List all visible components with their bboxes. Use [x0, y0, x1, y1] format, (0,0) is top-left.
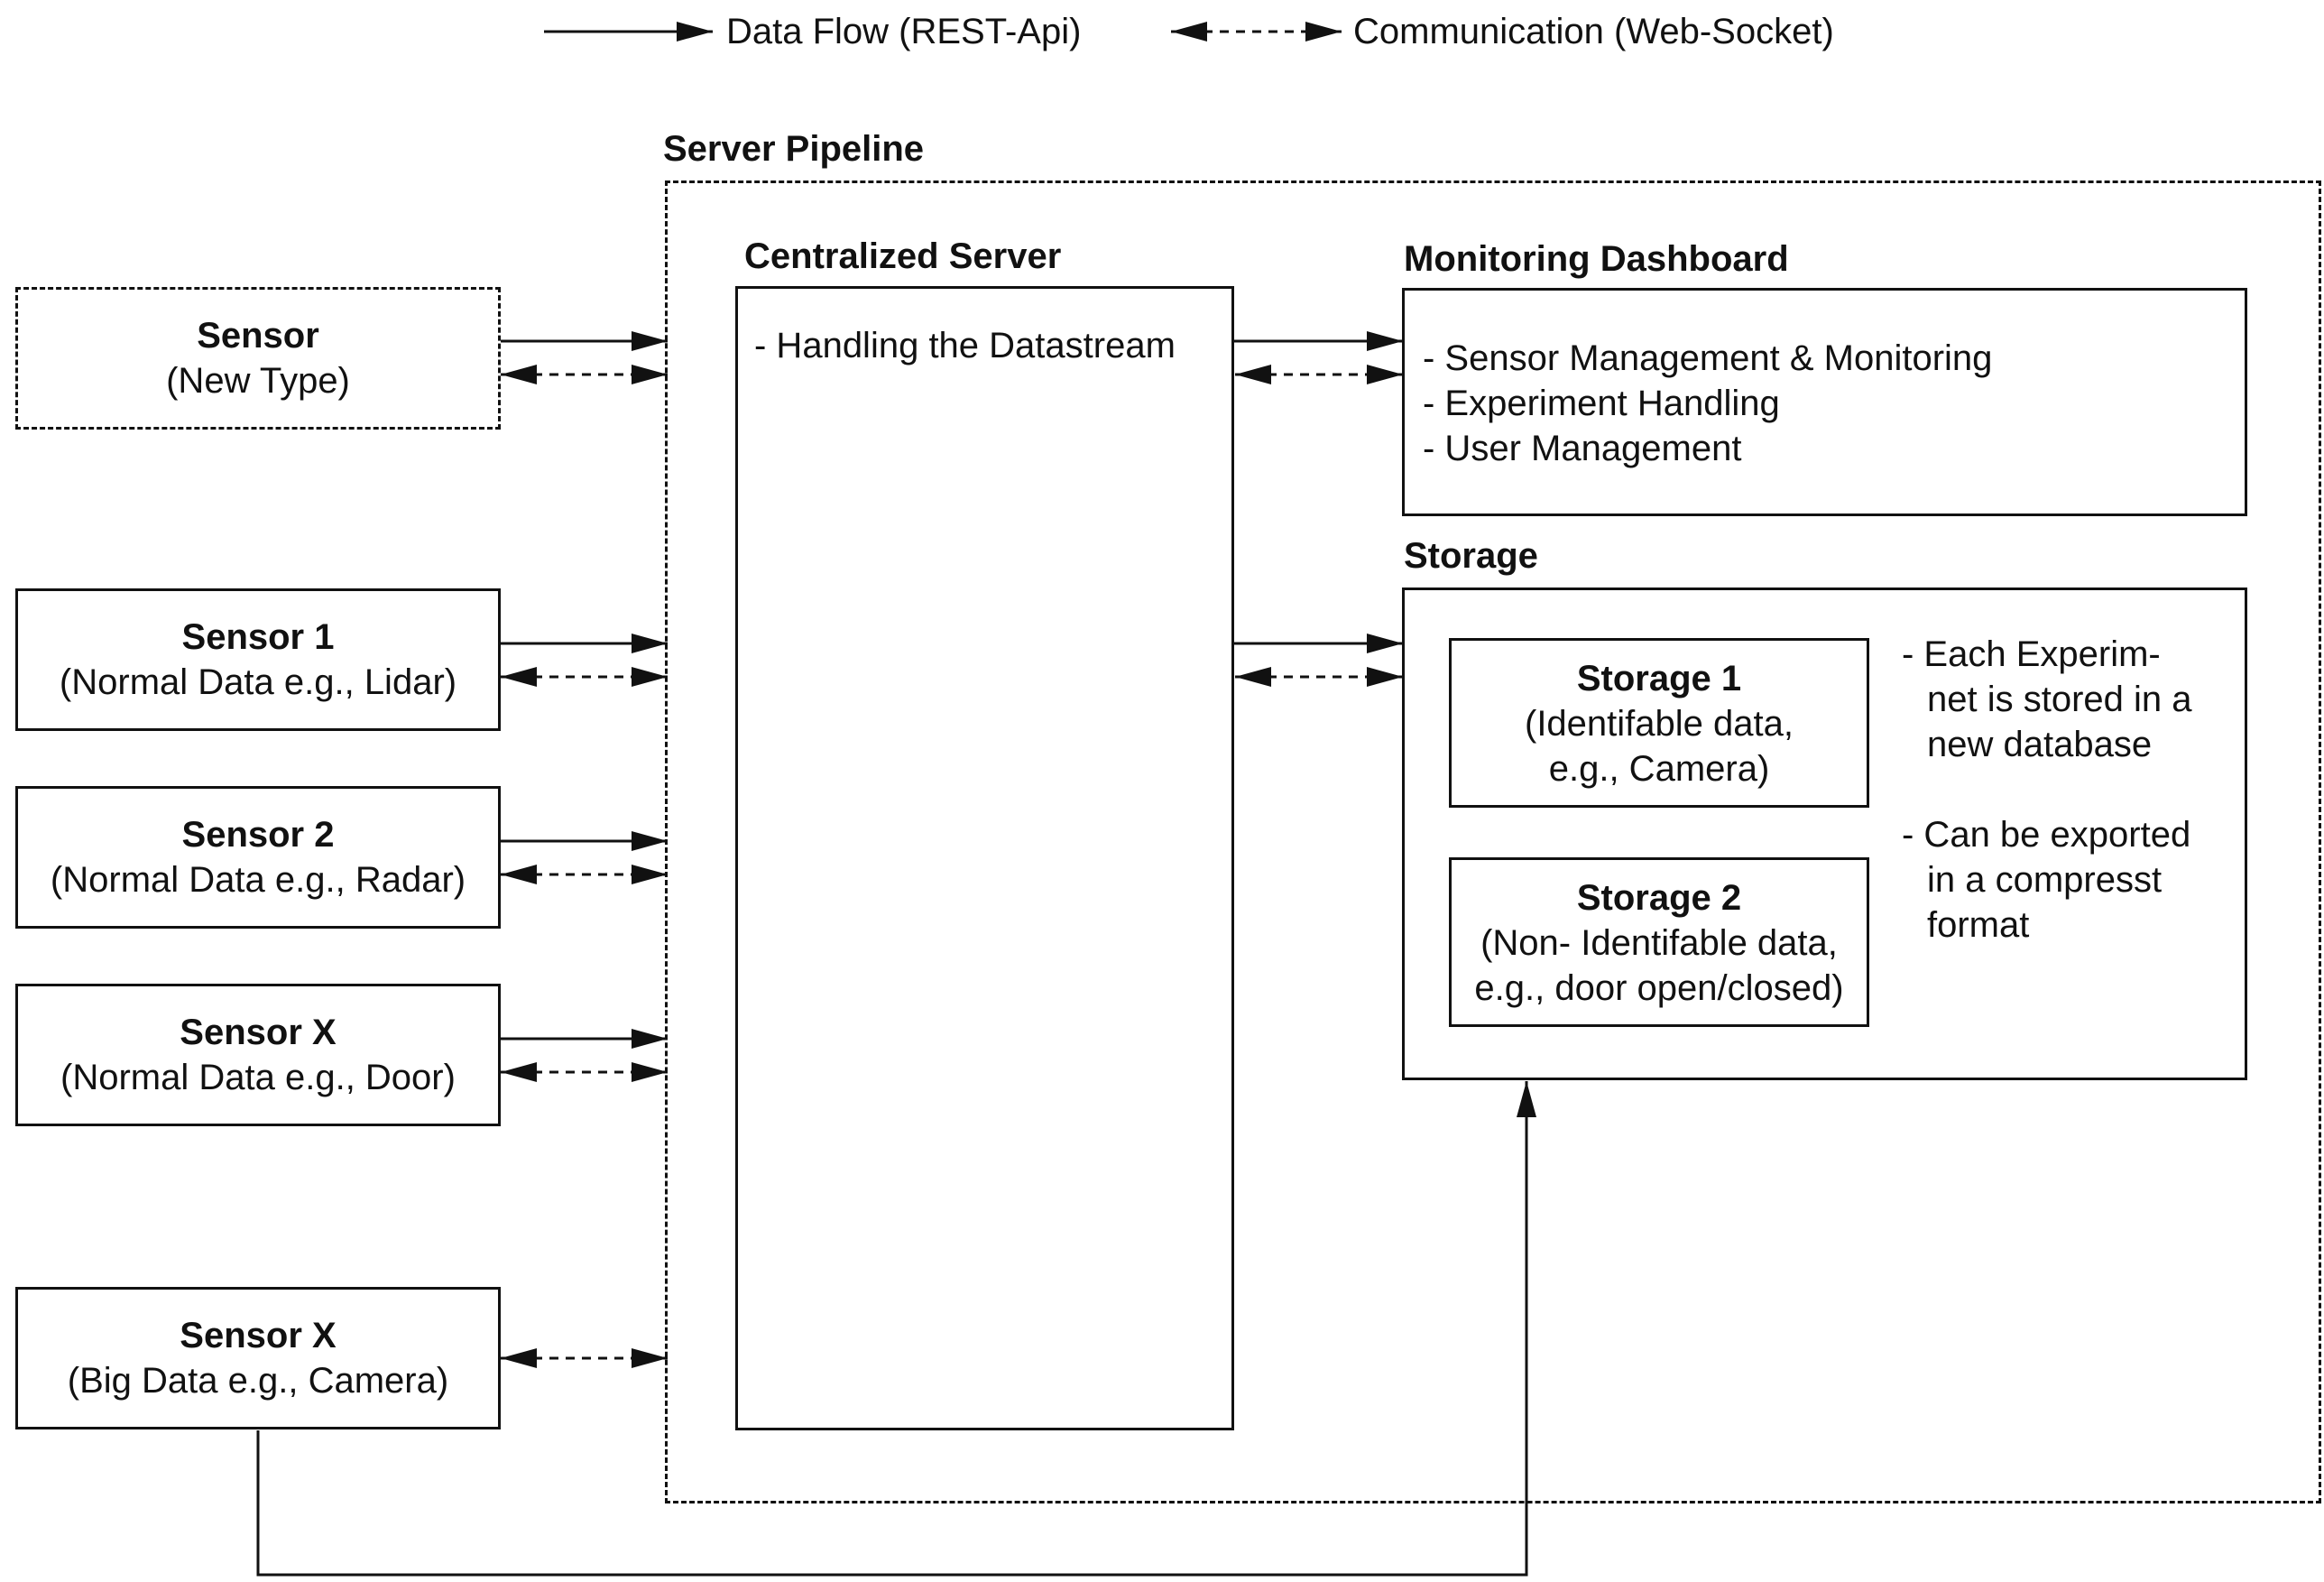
storage-note-line: in a compresst — [1927, 860, 2163, 900]
storage-note-line: net is stored in a — [1927, 680, 2192, 719]
storage-note-line: format — [1927, 905, 2030, 945]
sensor-new-type-box[interactable]: Sensor (New Type) — [15, 287, 501, 430]
sensor-desc: (Normal Data e.g., Lidar) — [59, 662, 457, 702]
dashboard-features-list: - Sensor Management & Monitoring - Exper… — [1423, 336, 2245, 471]
sensor-name: Sensor X — [180, 1316, 337, 1355]
sensor-name: Sensor X — [180, 1013, 337, 1052]
legend-data-flow-label: Data Flow (REST-Api) — [726, 12, 1082, 51]
sensor-x-camera-box[interactable]: Sensor X (Big Data e.g., Camera) — [15, 1287, 501, 1429]
storage-desc-line: e.g., door open/closed) — [1474, 968, 1844, 1008]
storage-desc-line: (Identifable data, — [1525, 704, 1794, 744]
storage-note-1: - Each Experim- net is stored in a new d… — [1902, 632, 2245, 767]
sensor-1-box[interactable]: Sensor 1 (Normal Data e.g., Lidar) — [15, 588, 501, 731]
storage-name: Storage 2 — [1576, 878, 1742, 918]
sensor-name: Sensor 1 — [181, 617, 335, 657]
sensor-name: Sensor — [197, 316, 319, 356]
dashboard-feature-item: - Experiment Handling — [1423, 384, 1780, 423]
sensor-desc: (Big Data e.g., Camera) — [67, 1361, 449, 1401]
storage-desc-line: e.g., Camera) — [1548, 749, 1770, 789]
server-function-item: - Handling the Datastream — [754, 326, 1176, 365]
storage-note-line: - Can be exported — [1902, 815, 2191, 855]
centralized-server-box[interactable]: - Handling the Datastream — [735, 286, 1234, 1430]
storage-1-box[interactable]: Storage 1 (Identifable data, e.g., Camer… — [1449, 638, 1869, 808]
sensor-desc: (Normal Data e.g., Door) — [60, 1058, 456, 1097]
dashboard-feature-item: - User Management — [1423, 429, 1742, 468]
centralized-server-title: Centralized Server — [744, 236, 1062, 276]
storage-name: Storage 1 — [1576, 659, 1742, 698]
server-pipeline-container — [665, 180, 2321, 1503]
storage-title: Storage — [1404, 536, 1538, 576]
camera-to-storage-line — [256, 1081, 1536, 1577]
storage-desc-line: (Non- Identifable data, — [1480, 923, 1838, 963]
server-functions-list: - Handling the Datastream — [754, 323, 1231, 368]
dashboard-feature-item: - Sensor Management & Monitoring — [1423, 338, 1993, 378]
sensor-desc: (Normal Data e.g., Radar) — [50, 860, 466, 900]
sensor-desc: (New Type) — [166, 361, 350, 401]
storage-note-line: new database — [1927, 725, 2153, 764]
monitoring-dashboard-box[interactable]: - Sensor Management & Monitoring - Exper… — [1402, 288, 2247, 516]
sensor-name: Sensor 2 — [181, 815, 335, 855]
storage-note-line: - Each Experim- — [1902, 634, 2161, 674]
monitoring-dashboard-title: Monitoring Dashboard — [1404, 239, 1789, 279]
storage-2-box[interactable]: Storage 2 (Non- Identifable data, e.g., … — [1449, 857, 1869, 1027]
server-pipeline-title: Server Pipeline — [663, 129, 925, 169]
sensor-x-door-box[interactable]: Sensor X (Normal Data e.g., Door) — [15, 984, 501, 1126]
legend-communication-label: Communication (Web-Socket) — [1353, 12, 1834, 51]
sensor-2-box[interactable]: Sensor 2 (Normal Data e.g., Radar) — [15, 786, 501, 929]
storage-note-2: - Can be exported in a compresst format — [1902, 812, 2245, 948]
